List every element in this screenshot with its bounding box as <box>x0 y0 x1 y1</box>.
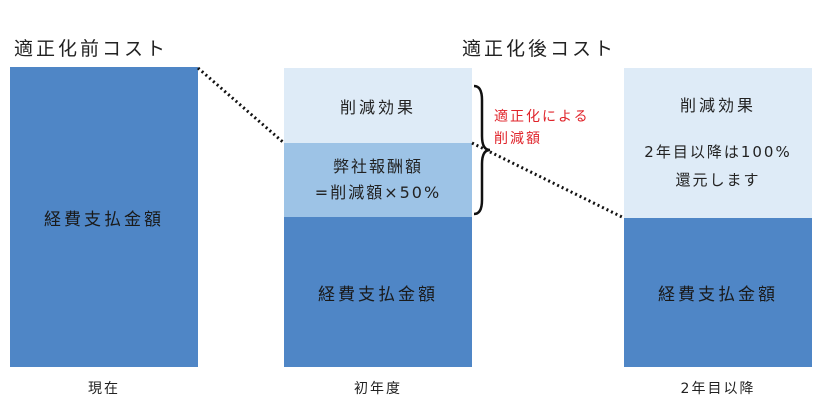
first-year-savings-segment: 削減効果 <box>284 68 472 143</box>
fee-label-line1: 弊社報酬額 <box>332 157 423 176</box>
first-year-cost-segment: 経費支払金額 <box>284 217 472 367</box>
later-years-savings-segment: 削減効果 2年目以降は100% 還元します <box>624 68 812 218</box>
annotation-line1: 適正化による <box>494 109 590 125</box>
xlabel-later-years: 2年目以降 <box>680 381 756 397</box>
current-cost-label: 経費支払金額 <box>44 209 164 230</box>
heading-before: 適正化前コスト <box>14 38 169 60</box>
first-year-fee-segment: 弊社報酬額 =削減額×50% <box>284 143 472 217</box>
current-cost-bar: 経費支払金額 <box>10 67 198 367</box>
first-year-cost-label: 経費支払金額 <box>318 284 438 305</box>
later-savings-line2: 2年目以降は100% <box>644 143 792 161</box>
fee-label-line2: =削減額×50% <box>314 183 442 202</box>
later-cost-label: 経費支払金額 <box>658 285 778 305</box>
curly-brace <box>473 84 491 216</box>
savings-annotation: 適正化による 削減額 <box>494 106 590 150</box>
dotted-connector-right <box>471 141 625 220</box>
annotation-line2: 削減額 <box>494 131 542 147</box>
later-years-cost-segment: 経費支払金額 <box>624 218 812 367</box>
xlabel-current: 現在 <box>88 381 120 397</box>
xlabel-first-year: 初年度 <box>354 381 402 397</box>
later-savings-line1: 削減効果 <box>679 96 756 115</box>
later-savings-line3: 還元します <box>675 171 761 189</box>
heading-after: 適正化後コスト <box>462 38 617 60</box>
first-year-savings-label: 削減効果 <box>339 97 416 117</box>
dotted-connector-left <box>197 66 285 145</box>
